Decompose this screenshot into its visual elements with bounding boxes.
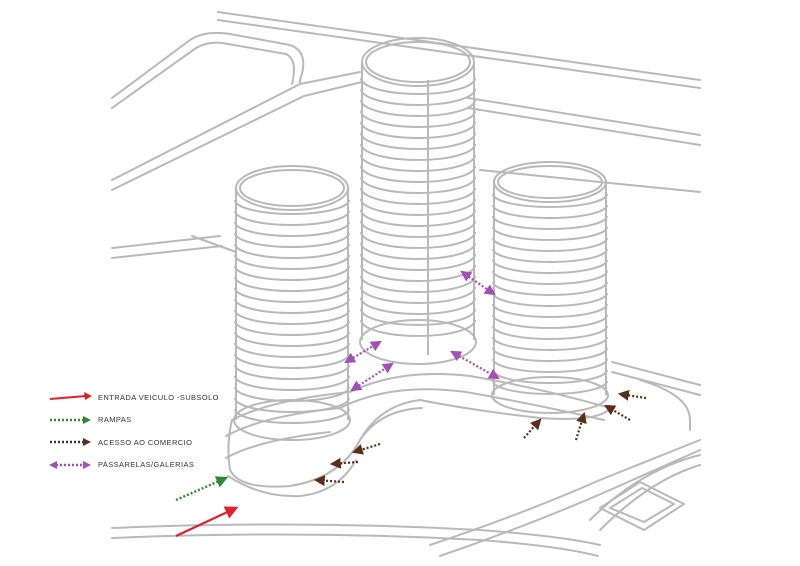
- tower-center: [359, 37, 477, 365]
- commerce-access-arrow: [351, 442, 381, 455]
- circulation-arrows: [175, 270, 647, 537]
- floor-slab: [492, 303, 608, 318]
- walkway-arrow: [460, 270, 496, 296]
- brown-dotted-arrow-icon: [50, 438, 91, 447]
- floor-slab: [492, 204, 608, 219]
- walkway-arrow: [344, 340, 382, 364]
- legend-item-walkways: PASSARELAS/GALERIAS: [48, 454, 308, 477]
- floor-slab: [234, 287, 350, 303]
- floor-slab: [360, 110, 476, 128]
- legend-label: ACESSO AO COMERCIO: [98, 437, 193, 447]
- commerce-access-arrow: [617, 389, 647, 401]
- floor-slab: [360, 143, 476, 161]
- floor-slab: [234, 210, 350, 226]
- commerce-access-arrow: [574, 411, 587, 441]
- site-plan-lines: [111, 11, 701, 557]
- floor-slab: [360, 220, 476, 238]
- commerce-access-arrow: [313, 475, 345, 487]
- floor-slab: [492, 336, 608, 351]
- floor-slab: [492, 314, 608, 329]
- floor-slab: [234, 309, 350, 325]
- floor-slab: [360, 99, 476, 117]
- floor-slab: [492, 325, 608, 340]
- floor-slab: [234, 331, 350, 347]
- green-dotted-arrow-icon: [50, 415, 91, 424]
- walkway-arrow: [450, 350, 500, 380]
- floor-slab: [360, 132, 476, 150]
- legend-item-ramps: RAMPAS: [48, 409, 308, 432]
- floor-slab: [360, 88, 476, 106]
- floor-slab: [360, 154, 476, 172]
- floor-slab: [360, 308, 476, 326]
- commerce-access-arrow: [604, 404, 631, 421]
- floor-slab: [234, 243, 350, 259]
- floor-slab: [234, 199, 350, 215]
- floor-slab: [360, 187, 476, 205]
- purple-dotted-double-arrow-icon: [49, 460, 91, 469]
- floor-slab: [234, 320, 350, 336]
- commerce-access-arrow: [329, 457, 359, 469]
- floor-slab: [234, 232, 350, 248]
- floor-slab: [360, 286, 476, 304]
- floor-slab: [234, 221, 350, 237]
- legend-label: RAMPAS: [98, 415, 132, 425]
- floor-slab: [492, 248, 608, 263]
- floor-slab: [360, 121, 476, 139]
- floor-slab: [492, 281, 608, 296]
- floor-slab: [492, 193, 608, 208]
- floor-slab: [234, 276, 350, 292]
- red-arrow-icon: [49, 392, 92, 401]
- legend: ENTRADA VEICULO -SUBSOLO RAMPAS ACESSO A…: [48, 386, 308, 476]
- floor-slab: [360, 209, 476, 227]
- floor-slab: [492, 270, 608, 285]
- floor-slab: [492, 226, 608, 241]
- vehicle-entrance-arrow: [175, 506, 239, 537]
- floor-slab: [234, 298, 350, 314]
- ramp-arrow: [175, 476, 229, 502]
- floor-slab: [360, 77, 476, 95]
- floor-slab: [234, 375, 350, 391]
- floor-slab: [360, 198, 476, 216]
- walkway-arrow: [350, 362, 394, 392]
- floor-slab: [360, 165, 476, 183]
- floor-slab: [360, 264, 476, 282]
- floor-slab: [360, 231, 476, 249]
- floor-slab: [492, 292, 608, 307]
- floor-slab: [234, 342, 350, 358]
- floor-slab: [234, 364, 350, 380]
- commerce-access-arrow: [523, 418, 542, 439]
- floor-slab: [234, 397, 350, 413]
- floor-slab: [234, 265, 350, 281]
- legend-item-vehicle-entrance: ENTRADA VEICULO -SUBSOLO: [48, 386, 308, 409]
- floor-slab: [360, 275, 476, 293]
- floor-slab: [360, 176, 476, 194]
- floor-slab: [492, 237, 608, 252]
- legend-item-commerce-access: ACESSO AO COMERCIO: [48, 431, 308, 454]
- floor-slab: [234, 353, 350, 369]
- floor-slab: [360, 253, 476, 271]
- legend-label: ENTRADA VEICULO -SUBSOLO: [98, 392, 219, 402]
- floor-slab: [360, 319, 476, 337]
- floor-slab: [492, 215, 608, 230]
- floor-slab: [360, 242, 476, 260]
- tower-left: [233, 165, 351, 441]
- floor-slab: [234, 254, 350, 270]
- tower-right: [491, 161, 609, 414]
- legend-label: PASSARELAS/GALERIAS: [98, 460, 195, 470]
- floor-slab: [492, 259, 608, 274]
- floor-slab: [360, 297, 476, 315]
- floor-slab: [234, 408, 350, 424]
